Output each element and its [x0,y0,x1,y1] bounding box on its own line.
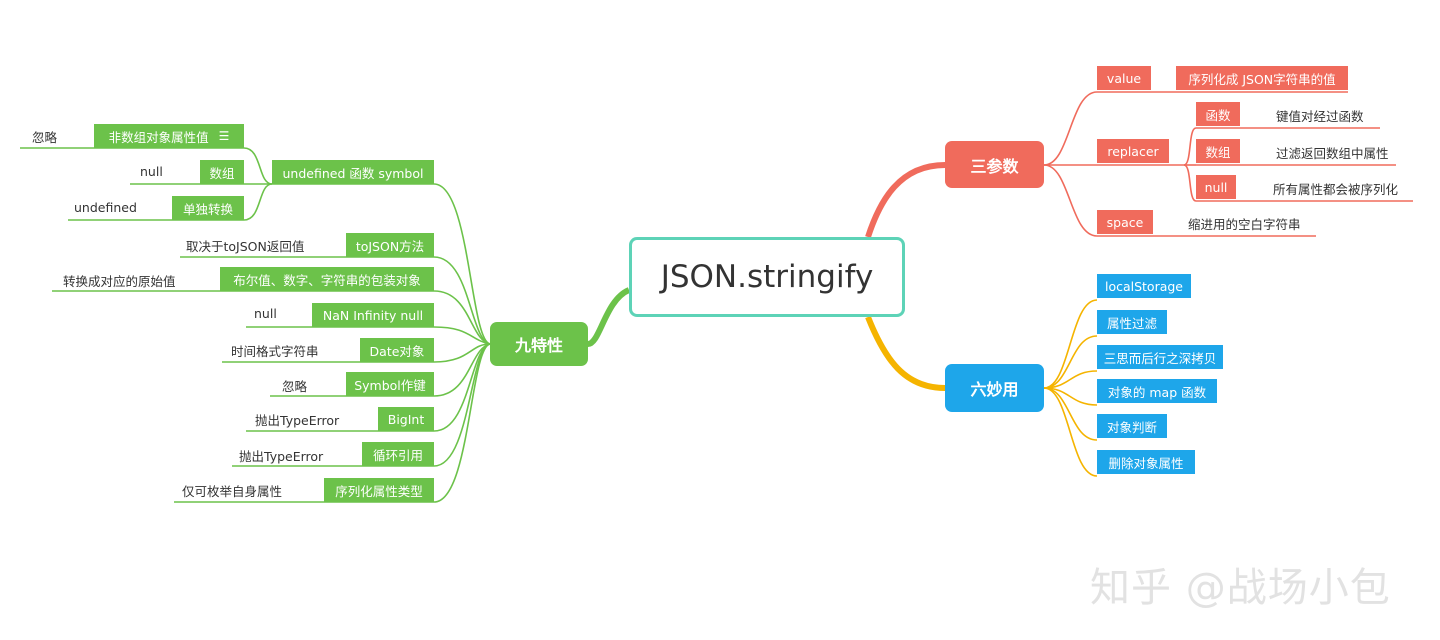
feature-tojson[interactable]: toJSON方法 [346,233,434,257]
connectors-uses [1043,299,1098,477]
sub-separate[interactable]: 单独转换 [172,196,244,220]
feature-symbol-key[interactable]: Symbol作键 [346,372,434,396]
sub-non-array-object-note: 忽略 [32,130,58,145]
sub-array[interactable]: 数组 [200,160,244,184]
connectors-features [20,147,491,503]
use-property-filter[interactable]: 属性过滤 [1097,310,1167,334]
param-space[interactable]: space [1097,210,1153,234]
sub-array-note: null [140,164,163,179]
connector-root-features [587,287,631,347]
params-node[interactable]: 三参数 [945,141,1044,188]
feature-bigint[interactable]: BigInt [378,407,434,431]
feature-serialize-props-note: 仅可枚举自身属性 [182,484,283,499]
replacer-function[interactable]: 函数 [1196,102,1240,126]
features-node[interactable]: 九特性 [490,322,588,366]
sub-non-array-object-label: 非数组对象属性值 [108,129,209,145]
use-localstorage[interactable]: localStorage [1097,274,1191,298]
root-node[interactable]: JSON.stringify [629,237,905,317]
feature-nan-infinity[interactable]: NaN Infinity null [312,303,434,327]
feature-bigint-note: 抛出TypeError [255,413,340,428]
feature-circular-ref-note: 抛出TypeError [239,449,324,464]
feature-wrapper-objects[interactable]: 布尔值、数字、字符串的包装对象 [220,267,434,291]
connectors-params [1043,91,1413,237]
feature-circular-ref[interactable]: 循环引用 [362,442,434,466]
feature-serialize-props[interactable]: 序列化属性类型 [324,478,434,502]
replacer-array[interactable]: 数组 [1196,139,1240,163]
use-delete-property[interactable]: 删除对象属性 [1097,450,1195,474]
replacer-null[interactable]: null [1196,175,1236,199]
uses-node[interactable]: 六妙用 [945,364,1044,412]
replacer-null-note: 所有属性都会被序列化 [1273,182,1399,197]
use-object-check[interactable]: 对象判断 [1097,414,1167,438]
feature-undefined[interactable]: undefined 函数 symbol [272,160,434,184]
feature-nan-infinity-note: null [254,306,277,321]
feature-date-note: 时间格式字符串 [231,344,319,359]
replacer-function-note: 键值对经过函数 [1276,109,1364,124]
feature-tojson-note: 取决于toJSON返回值 [186,239,305,254]
use-deep-copy[interactable]: 三思而后行之深拷贝 [1097,345,1223,369]
sub-non-array-object[interactable]: 非数组对象属性值 ☰ [94,124,244,148]
use-object-map[interactable]: 对象的 map 函数 [1097,379,1217,403]
sub-separate-note: undefined [74,200,137,215]
connector-root-params [865,162,946,238]
connector-root-uses [865,315,946,391]
menu-lines-icon: ☰ [218,129,230,143]
param-value[interactable]: value [1097,66,1151,90]
feature-symbol-key-note: 忽略 [282,379,308,394]
feature-wrapper-objects-note: 转换成对应的原始值 [63,274,176,289]
feature-date[interactable]: Date对象 [360,338,434,362]
param-value-note[interactable]: 序列化成 JSON字符串的值 [1176,66,1348,90]
param-space-note: 缩进用的空白字符串 [1188,217,1301,232]
watermark: 知乎 @战场小包 [1090,565,1391,611]
param-replacer[interactable]: replacer [1097,139,1169,163]
replacer-array-note: 过滤返回数组中属性 [1276,146,1389,161]
